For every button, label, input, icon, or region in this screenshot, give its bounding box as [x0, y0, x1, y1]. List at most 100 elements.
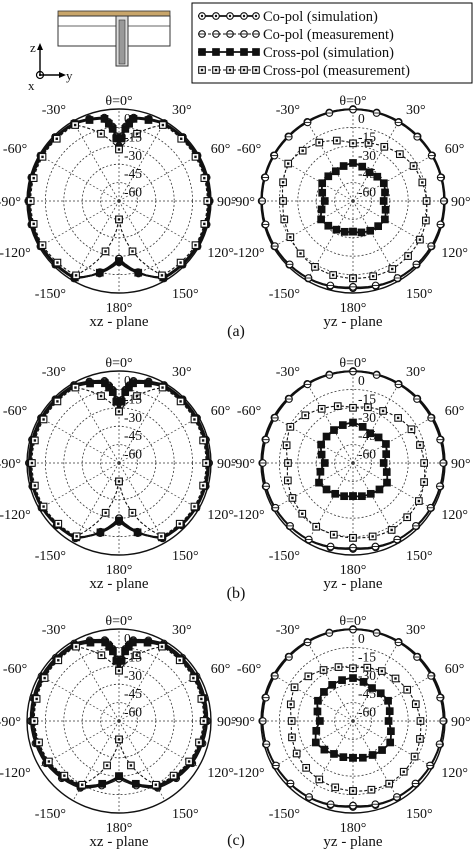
data-point — [312, 726, 321, 735]
angle-label-p150: 150° — [172, 807, 199, 822]
series-markers — [282, 402, 428, 542]
grid-spoke — [352, 674, 433, 722]
data-point — [314, 696, 322, 705]
angle-label-p150: 150° — [172, 549, 199, 564]
radial-tick-label: -15 — [124, 649, 142, 664]
grid-spoke — [39, 154, 120, 202]
radial-tick-label: -30 — [124, 148, 142, 163]
grid-spoke — [118, 121, 166, 202]
grid-spoke — [72, 383, 120, 464]
radial-tick-label: -30 — [358, 410, 376, 425]
angle-label-p30: 30° — [172, 623, 192, 638]
plane-label: xz - plane — [89, 834, 148, 850]
data-point — [320, 688, 328, 696]
angle-label-p30: 30° — [406, 623, 426, 638]
legend-marker — [252, 48, 260, 56]
plane-label: yz - plane — [323, 834, 382, 850]
data-point — [128, 638, 137, 647]
data-point — [86, 638, 95, 647]
radial-tick-label: -15 — [124, 129, 142, 144]
polar-chart-3: 0-15-30-45-60θ=0°30°60°90°120°150°180°-3… — [0, 356, 237, 592]
series-markers — [26, 121, 212, 280]
grid-spoke — [306, 121, 354, 202]
data-point — [379, 197, 388, 205]
data-point — [381, 205, 390, 214]
angle-label-p30: 30° — [172, 365, 192, 380]
data-point — [320, 197, 329, 205]
angle-label-bottom: 180° — [106, 563, 133, 578]
data-point — [108, 125, 117, 133]
radial-tick-label: -60 — [124, 447, 142, 462]
data-point — [328, 681, 336, 689]
radial-tick-label: -15 — [358, 391, 376, 406]
angle-label-p90: 90° — [451, 195, 471, 210]
legend-label: Co-pol (simulation) — [263, 9, 378, 25]
data-point — [381, 215, 389, 224]
angle-label-m30: -30° — [276, 103, 300, 118]
data-point — [320, 459, 329, 467]
grid-spoke — [118, 154, 199, 202]
series-markers — [258, 105, 448, 291]
radial-tick-label: -60 — [358, 185, 376, 200]
radial-tick-label: 0 — [124, 631, 131, 646]
data-point — [115, 772, 123, 781]
angle-label-bottom: 180° — [106, 821, 133, 836]
data-point — [378, 746, 386, 754]
data-point — [115, 257, 123, 265]
data-point — [379, 179, 388, 188]
data-point — [382, 450, 391, 458]
angle-label-m150: -150° — [35, 549, 66, 564]
data-point — [109, 647, 117, 656]
data-point — [324, 172, 333, 181]
angle-label-p120: 120° — [441, 508, 468, 523]
data-point — [313, 707, 322, 716]
data-point — [340, 492, 348, 501]
angle-label-p120: 120° — [441, 246, 468, 261]
angle-label-bottom: 180° — [340, 821, 367, 836]
grid-spoke — [72, 462, 120, 543]
angle-label-m60: -60° — [237, 142, 261, 157]
grid-ring — [63, 145, 175, 257]
angle-label-m60: -60° — [3, 404, 27, 419]
data-point — [108, 388, 117, 396]
grid-spoke — [39, 200, 120, 248]
angle-label-top: θ=0° — [339, 356, 366, 371]
series-markers — [258, 367, 448, 552]
grid-spoke — [118, 383, 166, 464]
angle-label-m150: -150° — [35, 807, 66, 822]
data-point — [331, 167, 340, 176]
data-point — [349, 753, 357, 762]
polar-chart-2: 0-15-30-45-60θ=0°30°60°90°120°150°180°-3… — [231, 94, 471, 330]
angle-label-m30: -30° — [276, 365, 300, 380]
data-point — [134, 268, 143, 277]
legend-label: Cross-pol (simulation) — [263, 45, 394, 61]
radial-tick-label: -45 — [124, 686, 142, 701]
radial-tick-label: -60 — [358, 705, 376, 720]
plane-label: yz - plane — [323, 314, 382, 330]
data-point — [117, 657, 126, 665]
angle-label-top: θ=0° — [105, 614, 132, 629]
data-point — [322, 432, 331, 441]
plane-label: yz - plane — [323, 576, 382, 592]
angle-label-p150: 150° — [172, 287, 199, 302]
data-point — [332, 225, 341, 234]
data-point — [366, 226, 375, 235]
angle-label-p150: 150° — [406, 807, 433, 822]
data-point — [324, 221, 333, 230]
legend-entry: Co-pol (simulation) — [198, 9, 378, 25]
data-point — [121, 125, 130, 133]
grid-spoke — [39, 674, 120, 722]
angle-label-bottom: 180° — [340, 563, 367, 578]
grid-spoke — [306, 383, 354, 464]
grid-ring — [63, 407, 175, 519]
legend-label: Cross-pol (measurement) — [263, 63, 410, 79]
data-point — [129, 379, 137, 388]
grid-ring — [334, 444, 372, 482]
angle-label-p60: 60° — [211, 404, 231, 419]
angle-label-m90: -90° — [231, 195, 255, 210]
data-point — [338, 676, 346, 684]
data-point — [101, 379, 109, 388]
data-point — [131, 779, 140, 788]
angle-label-m60: -60° — [3, 662, 27, 677]
